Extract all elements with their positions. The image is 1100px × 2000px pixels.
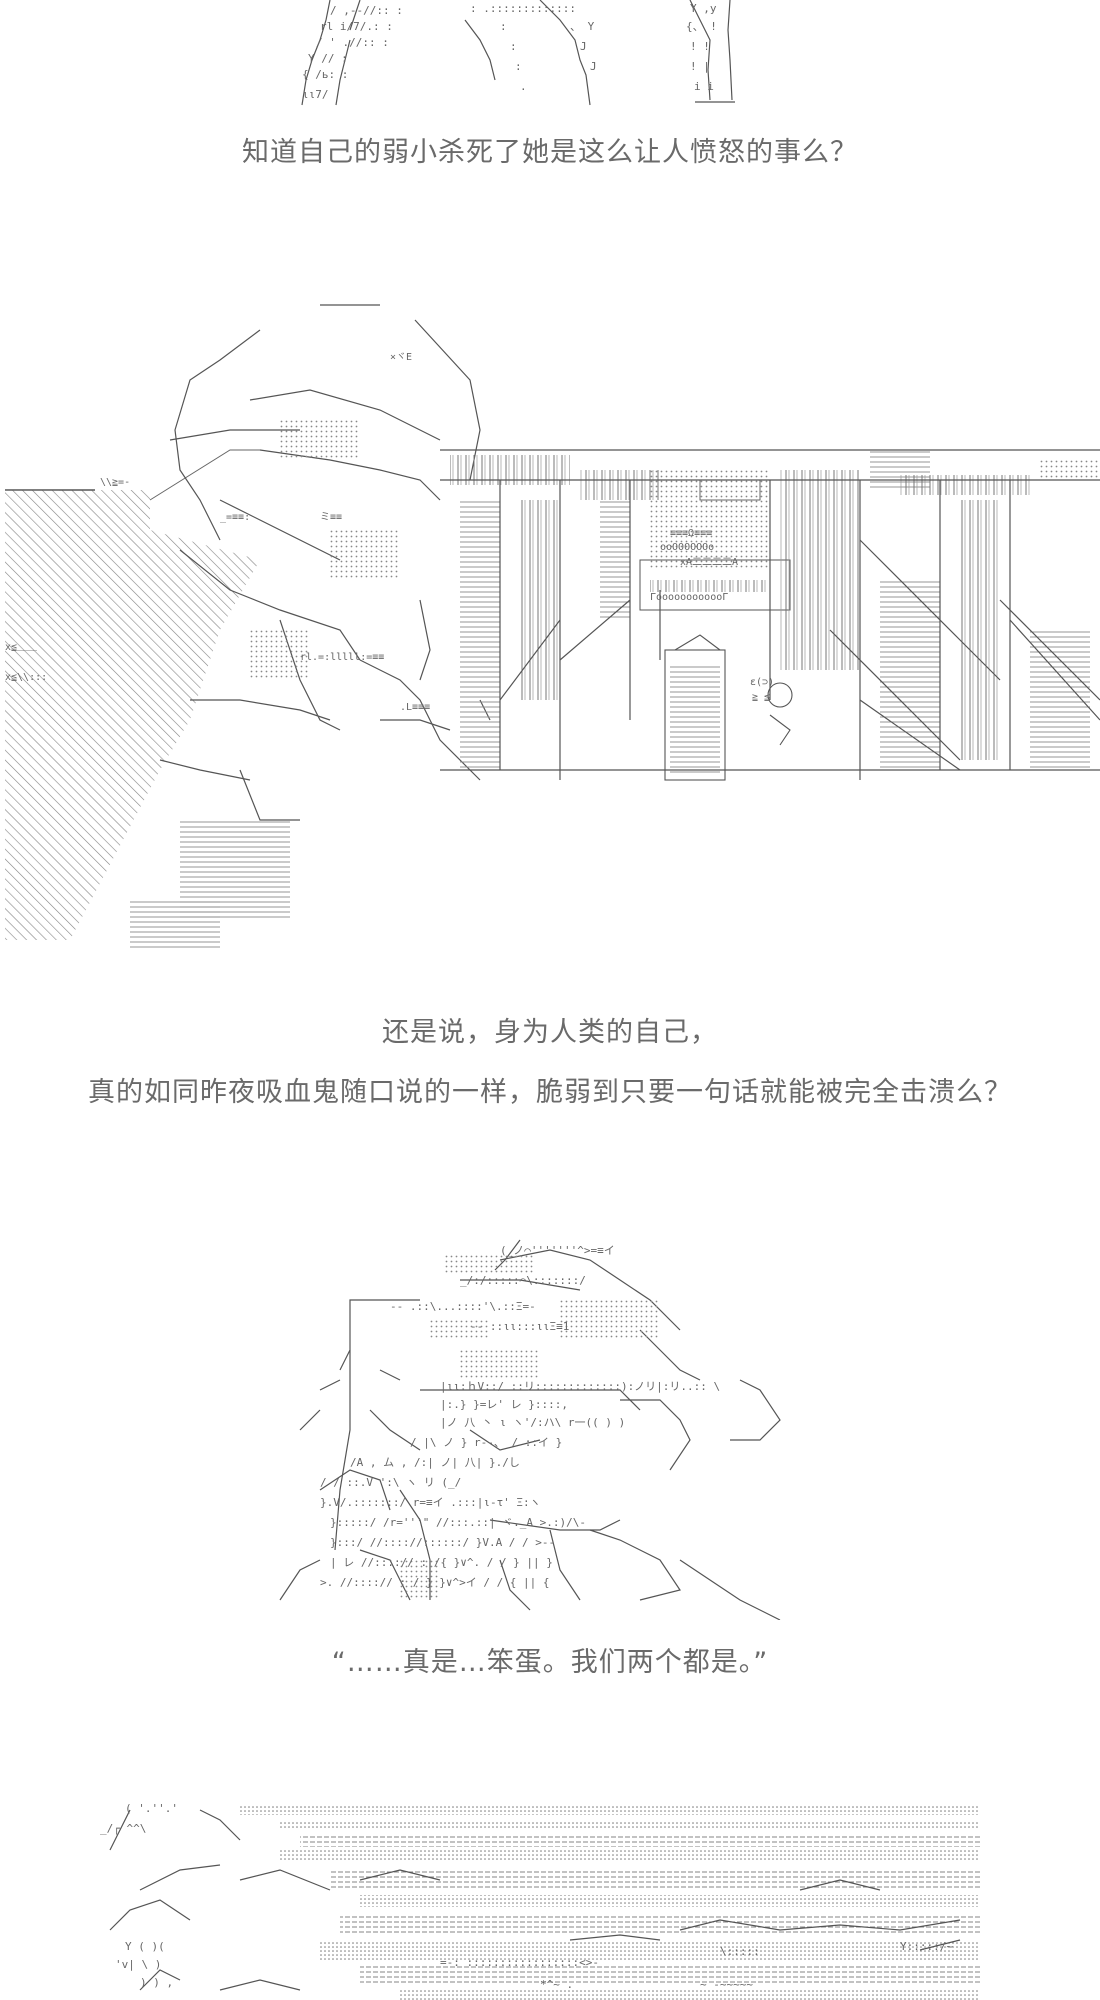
- svg-text:: .:::::::::::::: : .:::::::::::::: [470, 2, 576, 15]
- svg-text:Y ,y: Y ,y: [690, 2, 717, 15]
- svg-text:/ ,--//:: :: / ,--//:: :: [330, 4, 403, 17]
- svg-text:~ -~~~~~: ~ -~~~~~: [700, 1978, 753, 1991]
- svg-text:ιι7/: ιι7/: [302, 88, 329, 101]
- svg-text:}.V/.:::::::/ r=≡イ .:::|ι-τ': }.V/.:::::::/ r=≡イ .:::|ι-τ' Ξ:ヽ: [320, 1496, 541, 1509]
- svg-text:ε(⊃): ε(⊃): [750, 677, 774, 688]
- ascii-art-figure-head-hand: (_ノ⌒'''''''^>=≡イ _/:/:::::⌒\:::::::/ -- …: [279, 1239, 781, 1620]
- svg-text:Y // :: Y // :: [308, 52, 348, 65]
- svg-text:/A , ム , /:| ノ| 八|: /A , ム , /:| ノ| 八| }./し: [350, 1456, 520, 1469]
- ascii-art-street-scene: _________ \\≧=- x≦＿＿ x≦\\::: xA二二二二A Γoo…: [5, 304, 1100, 950]
- svg-text:i i: i i: [694, 80, 714, 93]
- svg-text:|ノ 八 丶 ι ヽ'/:ハ\ r一: |ノ 八 丶 ι ヽ'/:ハ\ r一(( ) ): [440, 1416, 625, 1429]
- svg-text:ΓoooooooooooΓ: ΓoooooooooooΓ: [650, 592, 728, 603]
- svg-text:、 Y: 、 Y: [570, 20, 595, 33]
- svg-text:! |: ! |: [690, 60, 710, 73]
- svg-text:{、 !: {、 !: [686, 20, 717, 33]
- svg-text:|ιι:ｈV::/ ::リ:::::::::::::):ノリ: |ιι:ｈV::/ ::リ:::::::::::::):ノリ|:リ..:: \: [440, 1380, 720, 1393]
- svg-text:*^~ .: *^~ .: [540, 1978, 573, 1991]
- svg-text:≧ ≦: ≧ ≦: [752, 692, 770, 703]
- svg-text:Y:::::/~: Y:::::/~: [900, 1940, 953, 1953]
- svg-text:ooOOOOOOo: ooOOOOOOo: [660, 542, 714, 553]
- svg-text:_________: _________: [5, 480, 60, 491]
- svg-text:( '.''.': ( '.''.': [125, 1802, 178, 1815]
- svg-text:.: .: [520, 80, 527, 93]
- svg-text:x≦\\:::: x≦\\:::: [5, 672, 47, 683]
- svg-text:/ / ::.V ':\ ヽ リ: / / ::.V ':\ ヽ リ (_/: [320, 1476, 461, 1489]
- svg-text:.L≡≡≡: .L≡≡≡: [400, 702, 430, 713]
- svg-text:/ |\ ノ } r--、 / ::: / |\ ノ } r--、 / ::イ }: [410, 1436, 562, 1449]
- svg-text:J: J: [580, 40, 587, 53]
- caption-line-3: 真的如同昨夜吸血鬼随口说的一样，脆弱到只要一句话就能被完全击溃么？: [88, 1077, 1012, 1108]
- svg-text:-- ::ιι:::ιιΞ≡1: -- ::ιι:::ιιΞ≡1: [470, 1320, 569, 1333]
- svg-text:Y ( )(: Y ( )(: [125, 1940, 165, 1953]
- svg-text:-- .::\...::::'\.::Ξ=-: -- .::\...::::'\.::Ξ=-: [390, 1300, 536, 1313]
- svg-text:/ ' .//:: :: / ' .//:: :: [316, 36, 389, 49]
- svg-text:>. //::::// : / } }: >. //::::// : / } }∨^>イ / / { || {: [320, 1576, 550, 1589]
- svg-text:|:.} }=レ' レ: |:.} }=レ' レ }::::,: [440, 1398, 568, 1411]
- svg-text:}:::/ //:::://::::::/ }: }:::/ //:::://::::::/ }V.A / / >--: [330, 1536, 555, 1549]
- svg-text:×ヾE: ×ヾE: [390, 352, 412, 363]
- svg-text:(_ノ⌒'''''''^>=≡イ: (_ノ⌒'''''''^>=≡イ: [500, 1244, 615, 1257]
- ascii-art-landscape: ( '.''.' _/┌ ^^\ Y ( )( 'v| \ ) ) ) , =-…: [100, 1802, 980, 2000]
- svg-text:}:::::/ /r='''" //:::.::|: }:::::/ /r='''" //:::.::| ヾ._A >.:)/\-: [330, 1516, 586, 1529]
- caption-line-1: 知道自己的弱小杀死了她是这么让人愤怒的事么？: [242, 137, 858, 168]
- ascii-art-figure-top: / ,--//:: : rl i/7/.: : / ' .//:: : Y //…: [301, 0, 735, 106]
- caption-line-2: 还是说，身为人类的自己，: [382, 1017, 718, 1048]
- svg-text:| レ //::::// : /{ }∨: | レ //::::// : /{ }∨^. / / } || }: [330, 1556, 553, 1569]
- caption-line-4: “……真是…笨蛋。我们两个都是。”: [331, 1647, 769, 1678]
- svg-text::: :: [500, 20, 507, 33]
- svg-text:\:::::: \:::::: [720, 1945, 760, 1958]
- svg-text:{ /ь: :: { /ь: :: [302, 68, 348, 81]
- svg-text:_/┌ ^^\: _/┌ ^^\: [100, 1822, 146, 1835]
- svg-text:_/:/:::::⌒\:::::::/: _/:/:::::⌒\:::::::/: [460, 1274, 586, 1287]
- svg-text:rl i/7/.: :: rl i/7/.: :: [320, 20, 393, 33]
- svg-text:≡≡≡Ω≡≡≡: ≡≡≡Ω≡≡≡: [670, 528, 712, 539]
- svg-text::: :: [510, 40, 517, 53]
- svg-text:J: J: [590, 60, 597, 73]
- svg-text:) ) ,: ) ) ,: [140, 1976, 173, 1989]
- svg-text:'v| \ ): 'v| \ ): [115, 1958, 161, 1971]
- svg-text:=-: :::::::::::::::::<>-: =-: :::::::::::::::::<>-: [440, 1956, 599, 1969]
- svg-text:ミ≡≡: ミ≡≡: [320, 512, 342, 523]
- svg-text:rl.=:lllll:=≡≡: rl.=:lllll:=≡≡: [300, 652, 384, 663]
- svg-text:xA二二二二A: xA二二二二A: [680, 557, 738, 568]
- svg-text:x≦＿＿: x≦＿＿: [5, 642, 37, 653]
- svg-text:\\≧=-: \\≧=-: [100, 477, 130, 488]
- svg-text::: :: [515, 60, 522, 73]
- svg-text:_=≡≡:: _=≡≡:: [220, 512, 250, 523]
- svg-text:! !: ! !: [690, 40, 710, 53]
